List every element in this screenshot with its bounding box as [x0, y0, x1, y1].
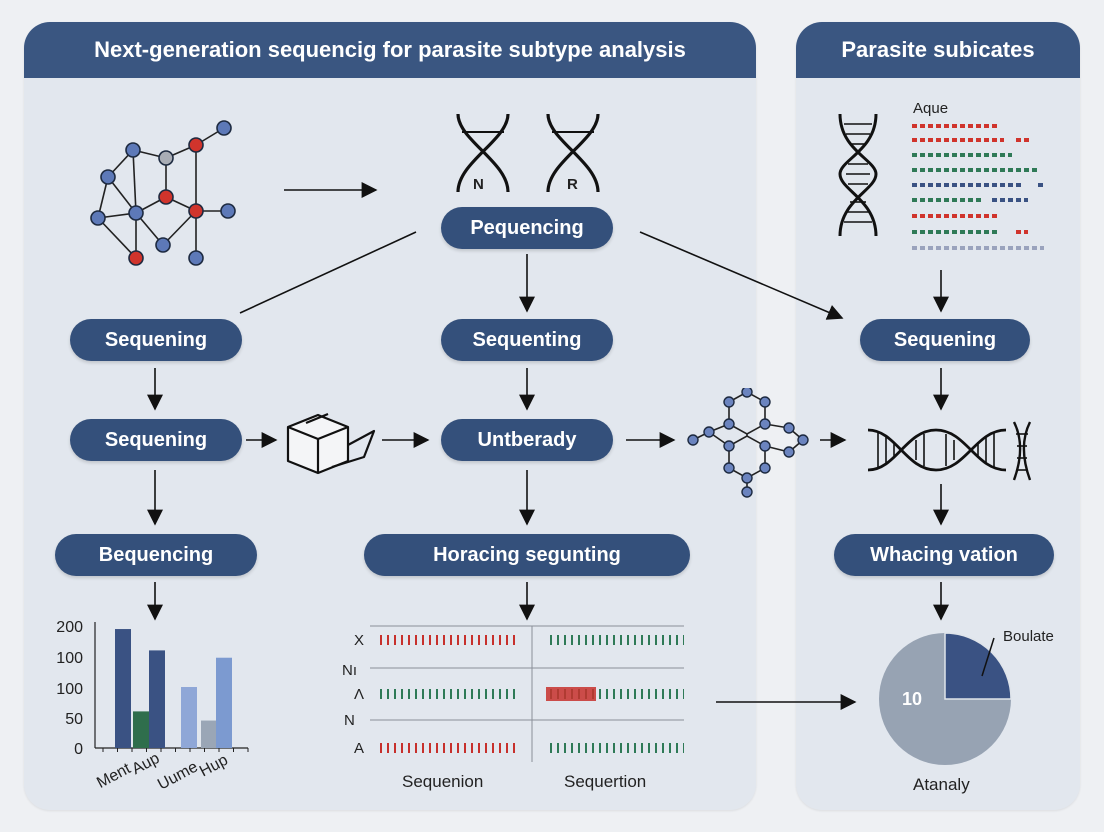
- helix-icon: [867, 421, 1032, 481]
- pie-chart: [879, 632, 1012, 765]
- y-tick-label: 200: [56, 619, 83, 636]
- network-icon: [90, 120, 236, 266]
- pill-horacing-center-3[interactable]: Horacing segunting: [364, 534, 690, 576]
- x-tick-label: Aup: [129, 750, 162, 778]
- y-tick-label: 100: [56, 681, 83, 698]
- side-legend-stripes: [912, 124, 1046, 250]
- molecule-icon: [687, 388, 809, 498]
- seq-column-label: Sequenion: [402, 772, 484, 791]
- y-tick-label: 0: [74, 741, 83, 758]
- pie-slice-label: Boulate: [1003, 628, 1054, 645]
- pill-sequening-left-2[interactable]: Sequening: [70, 419, 242, 461]
- side-panel-title: Parasite subicates: [796, 22, 1080, 78]
- seq-row-label: X: [354, 632, 365, 649]
- dna-r-label: R: [567, 176, 578, 193]
- box-icon: [286, 412, 376, 475]
- x-tick-label: Uume: [155, 758, 201, 793]
- main-panel-title: Next-generation sequencig for parasite s…: [24, 22, 756, 78]
- side-dna-icon: [838, 113, 878, 237]
- bar-ment: [115, 629, 131, 748]
- bar-hup: [216, 657, 232, 748]
- seq-row-label: Λ: [354, 686, 365, 703]
- dna-n-icon: [456, 113, 510, 193]
- seq-column-label: Sequertion: [564, 772, 647, 791]
- x-tick-label: Hup: [197, 752, 231, 781]
- seq-row-label: A: [354, 740, 365, 757]
- x-tick-label: Ment: [94, 760, 134, 792]
- pie-caption: Atanaly: [913, 775, 970, 794]
- bar-aup: [149, 650, 165, 748]
- pill-untberady-center-2[interactable]: Untberady: [441, 419, 613, 461]
- bar-uume: [201, 720, 217, 748]
- dna-n-label: N: [473, 176, 484, 193]
- pill-whacing-right-3[interactable]: Whacing vation: [834, 534, 1054, 576]
- dna-r-icon: [546, 113, 600, 193]
- bar-aup: [133, 711, 149, 748]
- pill-pequencing[interactable]: Pequencing: [441, 207, 613, 249]
- pie-center-label: 10: [902, 689, 923, 709]
- pie-slice-leader: [981, 637, 995, 677]
- sequence-panel: X Nı Λ N A: [342, 622, 688, 772]
- sequence-grid: [370, 625, 684, 762]
- pill-bequencing-left-3[interactable]: Bequencing: [55, 534, 257, 576]
- pie-highlight-slice: [944, 632, 1012, 700]
- bar-uume: [181, 687, 197, 748]
- y-tick-label: 100: [56, 650, 83, 667]
- seq-row-label: N: [344, 712, 355, 729]
- pill-sequening-right-1[interactable]: Sequening: [860, 319, 1030, 361]
- pill-sequening-left-1[interactable]: Sequening: [70, 319, 242, 361]
- pill-sequenting-center-1[interactable]: Sequenting: [441, 319, 613, 361]
- y-tick-label: 50: [65, 711, 83, 728]
- seq-row-label: Nı: [342, 662, 357, 679]
- side-legend-label: Aque: [913, 100, 949, 117]
